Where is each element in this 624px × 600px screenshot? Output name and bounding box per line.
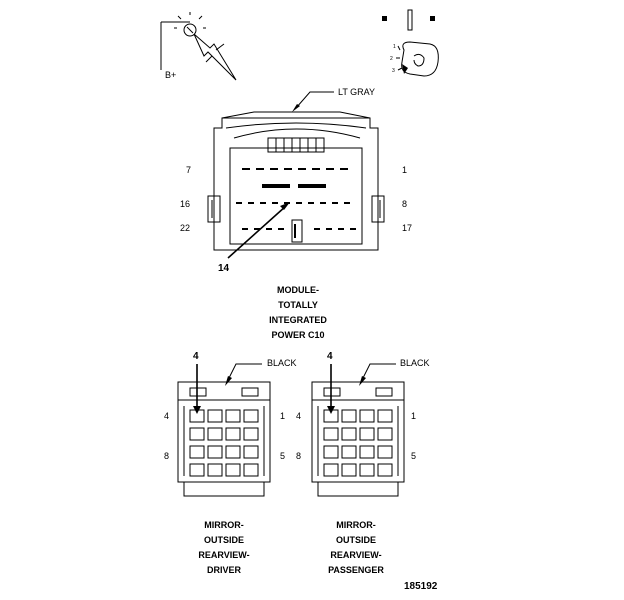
figure-number: 185192 [404,581,438,592]
driver-caption-line: DRIVER [206,565,241,575]
c10-connector-drawing [207,91,385,259]
driver-cavity-grid [189,409,259,477]
c10-caption: MODULE- TOTALLY INTEGRATED POWER C10 [248,283,348,343]
driver-caption-line: MIRROR- [204,520,244,530]
c10-pin-16: 16 [180,199,191,209]
svg-text:2: 2 [390,56,393,62]
passenger-caption-line: REARVIEW- [330,550,382,560]
driver-caption: MIRROR- OUTSIDE REARVIEW- DRIVER [174,518,274,578]
passenger-callout: 4 [327,351,333,362]
passenger-caption-line: PASSENGER [328,565,384,575]
driver-pin-5: 5 [280,451,286,461]
driver-connector-drawing [177,363,271,497]
c10-caption-line: INTEGRATED [269,315,327,325]
c10-row3-cavities [242,228,356,230]
passenger-pin-8: 8 [296,451,302,461]
driver-pin-8: 8 [164,451,170,461]
c10-pin-8: 8 [402,199,408,209]
c10-color-label: LT GRAY [338,87,376,97]
passenger-color-label: BLACK [400,358,430,368]
passenger-cavity-grid [323,409,393,477]
c10-pin-22: 22 [180,223,191,233]
c10-pin-1: 1 [402,165,408,175]
driver-color-label: BLACK [267,358,297,368]
passenger-caption-line: OUTSIDE [335,535,376,545]
c10-pin-7: 7 [186,165,192,175]
driver-callout: 4 [193,351,199,362]
passenger-connector-drawing [311,363,405,497]
svg-text:1: 1 [393,44,396,50]
c10-pin-17: 17 [402,223,413,233]
driver-caption-line: OUTSIDE [203,535,244,545]
c10-row2-cavities [236,202,350,204]
battery-label: B+ [165,70,177,80]
terminal-release-icon: 1 2 3 [382,9,439,77]
driver-caption-line: REARVIEW- [198,550,250,560]
c10-caption-line: MODULE- [277,285,319,295]
driver-pin-1: 1 [280,411,286,421]
passenger-pin-1: 1 [411,411,417,421]
c10-row1-cavities [242,168,348,170]
c10-caption-line: POWER C10 [271,330,325,340]
svg-text:3: 3 [392,68,395,74]
passenger-pin-4: 4 [296,411,302,421]
c10-caption-line: TOTALLY [278,300,318,310]
passenger-caption-line: MIRROR- [336,520,376,530]
passenger-caption: MIRROR- OUTSIDE REARVIEW- PASSENGER [306,518,406,578]
driver-pin-4: 4 [164,411,170,421]
passenger-pin-5: 5 [411,451,417,461]
test-light-icon [160,12,237,81]
c10-callout: 14 [218,263,230,274]
